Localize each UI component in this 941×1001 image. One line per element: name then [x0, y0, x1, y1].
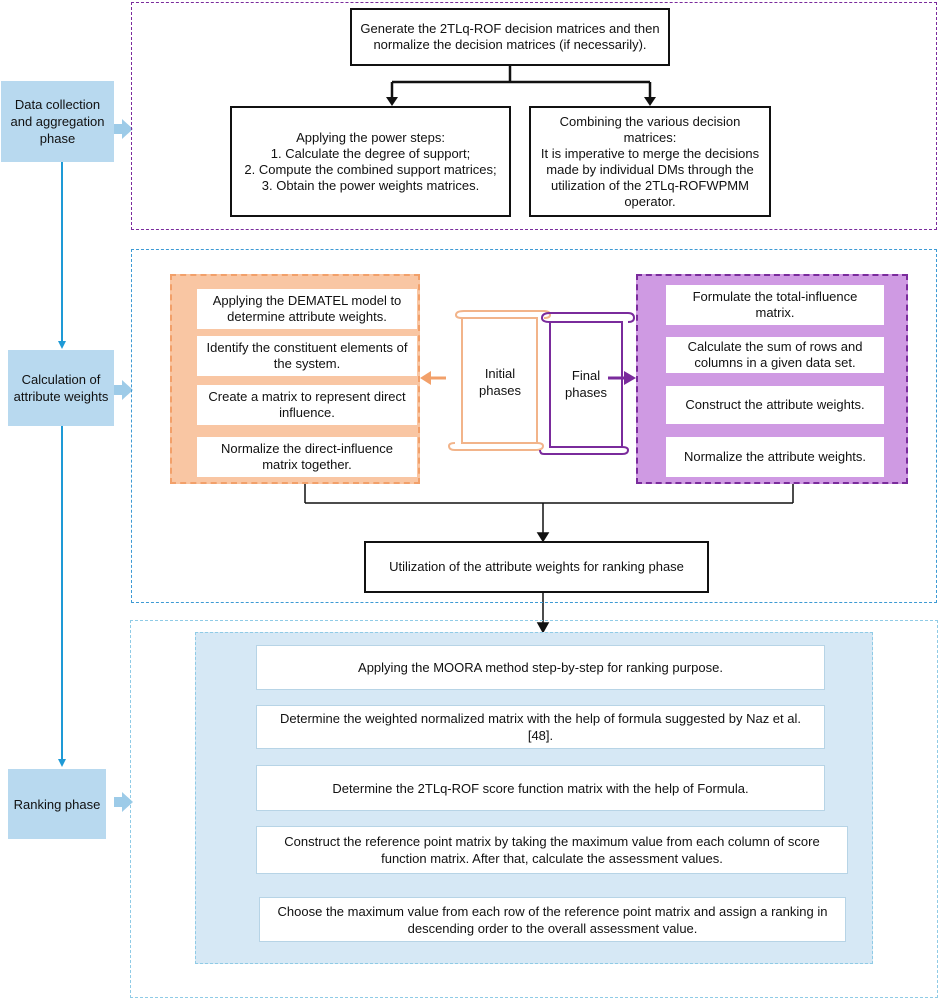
scroll-initial-shape [447, 310, 552, 451]
power-step-3: 3. Obtain the power weights matrices. [261, 177, 480, 193]
initial-step-4-text: Normalize the direct-influence matrix to… [221, 441, 393, 472]
ranking-step-2-text: Determine the weighted normalized matrix… [280, 711, 801, 743]
scroll-final-shape [539, 312, 636, 455]
final-step-2-text: Calculate the sum of rows and columns in… [687, 339, 863, 370]
initial-step-1-text: Applying the DEMATEL model to determine … [212, 293, 402, 324]
generate-matrices-box: Generate the 2TLq-ROF decision matrices … [350, 8, 670, 66]
final-step-3-text: Construct the attribute weights. [685, 397, 865, 412]
orange-arrow-head [420, 371, 431, 385]
section2-merge-connectors [304, 484, 794, 634]
ranking-step-4-text: Construct the reference point matrix by … [284, 834, 820, 866]
utilization-box: Utilization of the attribute weights for… [364, 541, 709, 593]
power-step-2: 2. Compute the combined support matrices… [244, 161, 497, 177]
phase-ranking: Ranking phase [8, 769, 106, 839]
ranking-step-3-text: Determine the 2TLq-ROF score function ma… [332, 780, 749, 796]
initial-step-2-text: Identify the constituent elements of the… [206, 340, 408, 371]
ranking-step-4: Construct the reference point matrix by … [256, 826, 848, 874]
phase-arrow-1 [114, 119, 133, 139]
ranking-step-1: Applying the MOORA method step-by-step f… [256, 645, 825, 690]
final-step-2: Calculate the sum of rows and columns in… [666, 337, 884, 373]
final-step-4-text: Normalize the attribute weights. [683, 449, 867, 464]
initial-phases-label-text: Initial phases [479, 366, 521, 398]
section-ranking [130, 620, 938, 998]
section1-connectors [386, 65, 656, 106]
final-step-4: Normalize the attribute weights. [666, 437, 884, 477]
combine-title: Combining the various decision matrices: [559, 113, 741, 145]
phase-ranking-label: Ranking phase [13, 796, 101, 812]
combine-body: It is imperative to merge the decisions … [540, 145, 760, 209]
final-step-1: Formulate the total-influence matrix. [666, 285, 884, 325]
final-phases-label-text: Final phases [565, 368, 607, 400]
initial-step-4: Normalize the direct-influence matrix to… [197, 437, 417, 477]
initial-step-3: Create a matrix to represent direct infl… [197, 385, 417, 425]
phase-calculation: Calculation of attribute weights [8, 350, 114, 426]
section-attribute-weights [131, 249, 937, 603]
phase-calculation-label: Calculation of attribute weights [13, 372, 109, 404]
initial-phases-label: Initial phases [466, 360, 534, 404]
initial-step-1: Applying the DEMATEL model to determine … [197, 289, 417, 329]
power-step-1: 1. Calculate the degree of support; [270, 145, 471, 161]
initial-step-3-text: Create a matrix to represent direct infl… [208, 389, 406, 420]
ranking-step-2: Determine the weighted normalized matrix… [256, 705, 825, 749]
utilization-text: Utilization of the attribute weights for… [389, 559, 684, 574]
purple-arrow-head [624, 371, 636, 385]
initial-step-2: Identify the constituent elements of the… [197, 336, 417, 376]
ranking-step-1-text: Applying the MOORA method step-by-step f… [358, 660, 723, 675]
power-steps-title: Applying the power steps: [296, 129, 445, 145]
phase-data-collection: Data collection and aggregation phase [1, 81, 114, 162]
ranking-step-5: Choose the maximum value from each row o… [259, 897, 846, 942]
ranking-step-5-text: Choose the maximum value from each row o… [277, 903, 828, 936]
combine-matrices-box: Combining the various decision matrices:… [529, 106, 771, 217]
ranking-step-3: Determine the 2TLq-ROF score function ma… [256, 765, 825, 811]
final-step-1-text: Formulate the total-influence matrix. [692, 289, 858, 320]
final-step-3: Construct the attribute weights. [666, 386, 884, 424]
phase-data-collection-label: Data collection and aggregation phase [10, 97, 105, 146]
phase-arrow-3 [114, 792, 133, 812]
phase-arrow-2 [114, 380, 133, 400]
generate-matrices-text: Generate the 2TLq-ROF decision matrices … [360, 21, 660, 52]
power-steps-box: Applying the power steps: 1. Calculate t… [230, 106, 511, 217]
section-data-collection [131, 2, 937, 230]
final-phases-label: Final phases [553, 362, 619, 406]
